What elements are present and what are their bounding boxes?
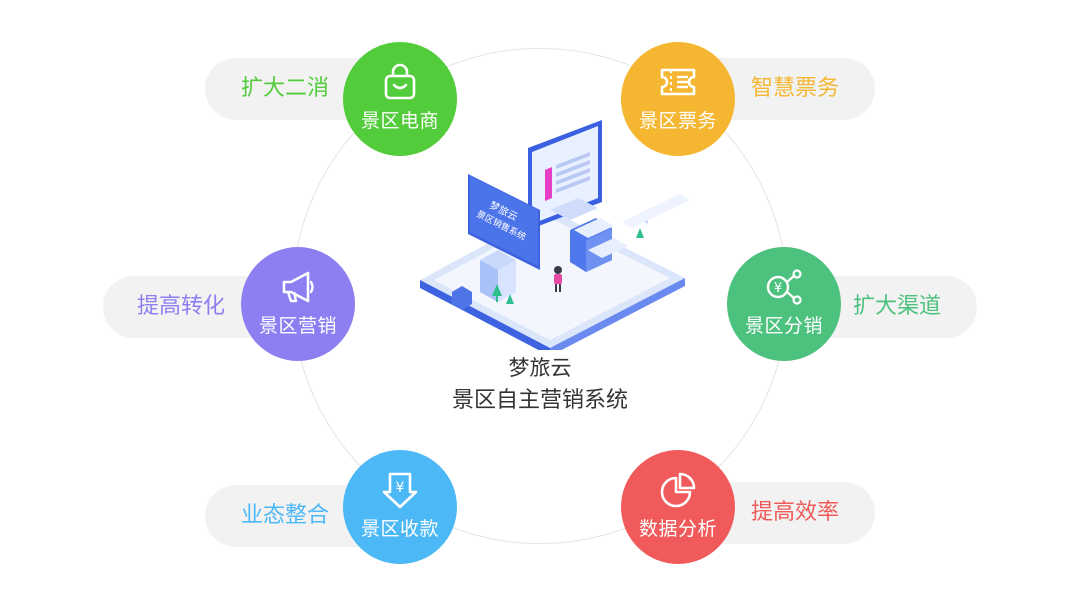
- node-label: 景区电商: [360, 110, 439, 132]
- product-subtitle: 景区自主营销系统: [451, 388, 628, 413]
- sales-system-sign: 梦旅云 景区销售系统: [468, 174, 540, 270]
- node-scenic-payment[interactable]: ¥ 景区收款: [343, 450, 457, 564]
- buildings: [452, 198, 628, 310]
- node-data-analysis[interactable]: 数据分析: [621, 450, 735, 564]
- node-scenic-ticketing[interactable]: 景区票务: [621, 42, 735, 156]
- trees: [492, 228, 644, 304]
- node-scenic-marketing[interactable]: 景区营销: [241, 247, 355, 361]
- node-label: 景区票务: [638, 110, 717, 132]
- megaphone-icon: [282, 271, 314, 303]
- node-label: 数据分析: [638, 518, 717, 540]
- phone-platform: [420, 210, 685, 350]
- ticket-icon: [660, 68, 696, 96]
- node-label: 景区收款: [360, 518, 439, 540]
- pie-chart-icon: [660, 472, 696, 508]
- node-scenic-distribution[interactable]: ¥ 景区分销: [727, 247, 841, 361]
- person-figure: [554, 266, 562, 292]
- node-label: 景区分销: [744, 315, 823, 337]
- product-name: 梦旅云: [508, 356, 572, 380]
- share-yuan-icon: ¥: [766, 269, 802, 305]
- node-scenic-ecommerce[interactable]: 景区电商: [343, 42, 457, 156]
- yuan-download-icon: ¥: [382, 472, 418, 509]
- svg-text:¥: ¥: [774, 281, 782, 296]
- svg-text:¥: ¥: [396, 480, 405, 496]
- road: [622, 194, 690, 228]
- platform-illustration: 梦旅云 景区销售系统: [420, 120, 690, 350]
- node-label: 景区营销: [258, 315, 337, 337]
- shopping-bag-icon: [384, 63, 416, 100]
